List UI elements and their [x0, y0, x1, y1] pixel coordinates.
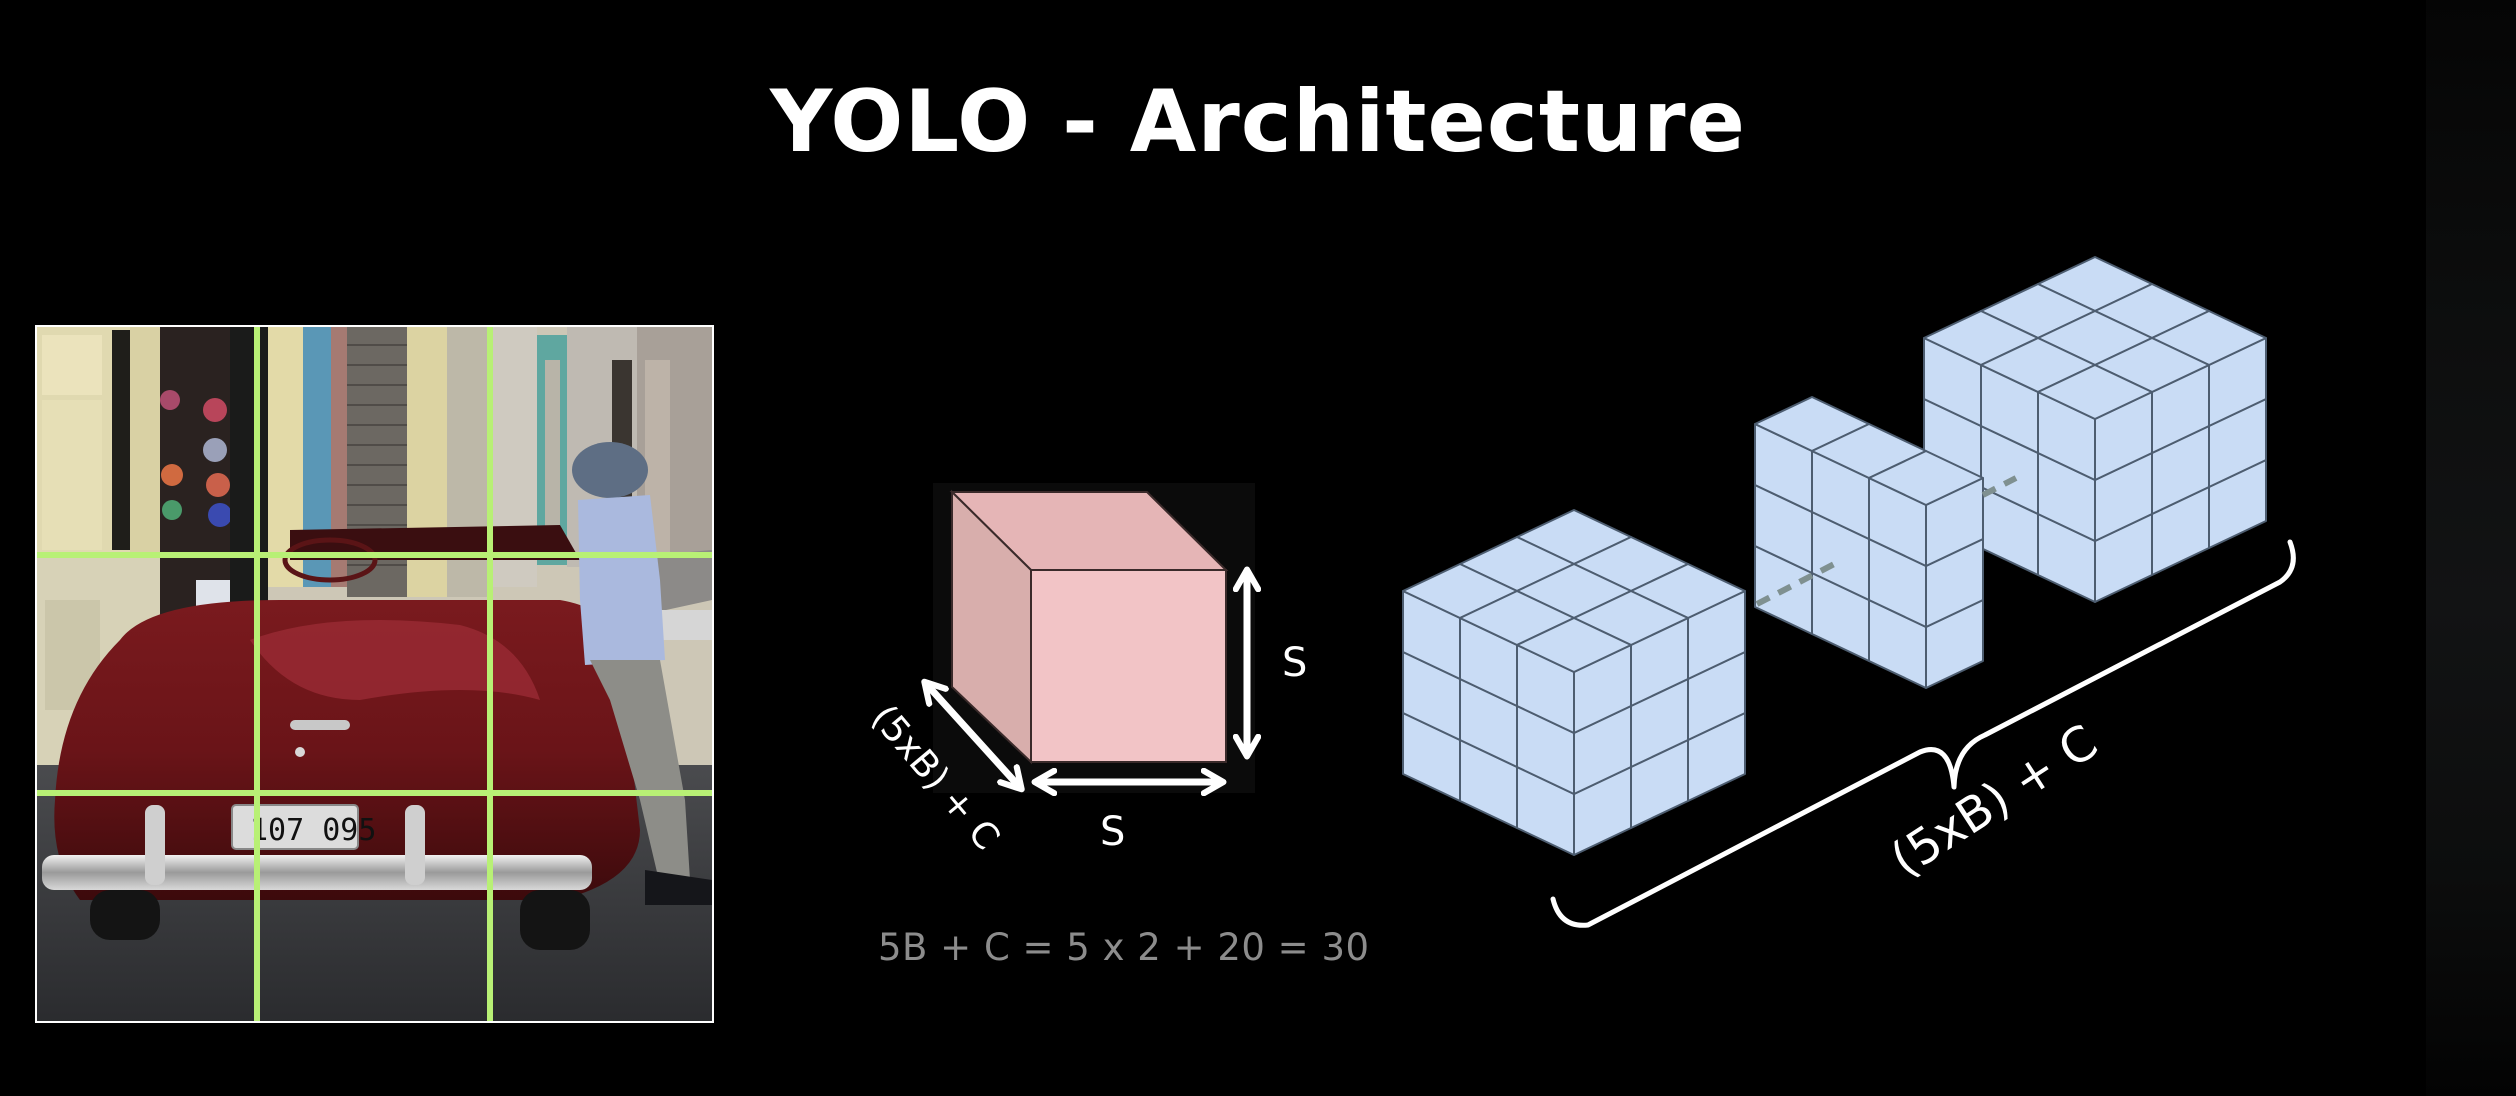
cell-top-face: [1516, 617, 1632, 673]
depth-arrow: [930, 688, 1016, 783]
license-plate-text: 107 095: [250, 813, 376, 848]
formula-text: 5B + C = 5 x 2 + 20 = 30: [878, 926, 1370, 969]
cube-front-face: [1030, 569, 1227, 763]
width-label-s: S: [1100, 809, 1125, 855]
grid-cells-label: (5xB) + C: [1881, 714, 2107, 888]
cell-top-face: [1868, 450, 1984, 506]
cell-top-face: [2037, 364, 2153, 420]
grid-cell-cubes: [1402, 256, 2267, 856]
output-tensor-cube: S S (5xB) + C: [863, 483, 1307, 858]
curly-brace: [1550, 539, 2296, 928]
slide-title: YOLO - Architecture: [770, 72, 1746, 172]
license-plate: [231, 804, 359, 850]
grid-photo: 107 095: [35, 325, 714, 1023]
height-label-s: S: [1282, 640, 1307, 686]
grid-lines: [37, 327, 712, 1021]
side-strip: [2426, 0, 2516, 1096]
dashed-connectors: [1755, 475, 2018, 607]
dimension-arrows: [930, 578, 1247, 783]
